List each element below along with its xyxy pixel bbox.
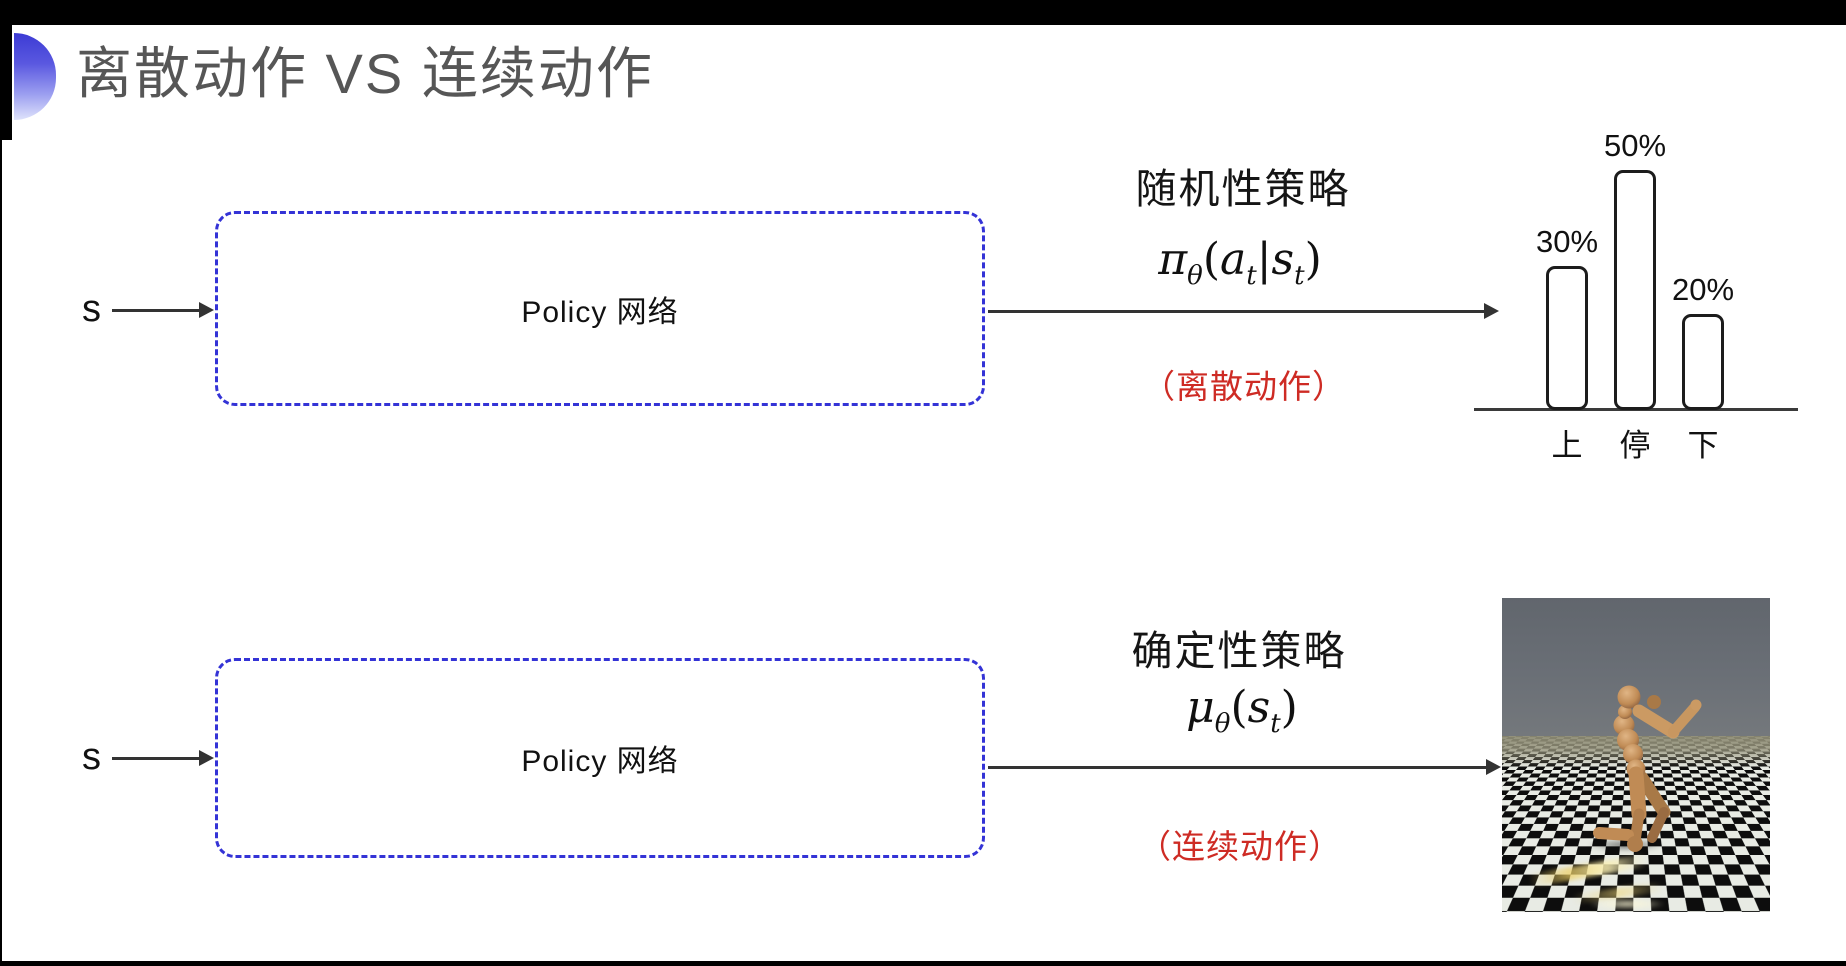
- input-arrow-head-bottom: [199, 750, 214, 766]
- bar-value-label: 20%: [1671, 272, 1735, 307]
- formula-symbol: μ: [1186, 682, 1215, 733]
- formula-paren: ): [1280, 682, 1298, 733]
- formula-symbol: π: [1158, 234, 1188, 285]
- policy-type-label-top: 随机性策略: [1135, 166, 1351, 212]
- probability-bar-chart: 30% 上 50% 停 20% 下: [1472, 100, 1812, 470]
- formula-paren: ): [1304, 234, 1322, 285]
- bar-category-label: 上: [1551, 428, 1583, 463]
- chart-bar: [1614, 170, 1656, 410]
- input-arrow-bottom: [112, 757, 200, 760]
- output-arrow-head-top: [1484, 303, 1499, 319]
- slide-accent-icon: [14, 33, 56, 120]
- formula-subscript: t: [1294, 260, 1305, 291]
- bar-value-label: 30%: [1535, 224, 1599, 259]
- policy-network-box-top: Policy 网络: [215, 211, 985, 406]
- formula-arg: a: [1220, 234, 1247, 285]
- humanoid-simulation-image: [1502, 598, 1770, 912]
- output-arrow-head-bottom: [1486, 759, 1501, 775]
- output-arrow-bottom: [988, 766, 1486, 769]
- state-input-label-bottom: s: [82, 736, 101, 778]
- formula-arg: s: [1271, 234, 1295, 285]
- letterbox-top: [0, 0, 1846, 25]
- input-arrow-top: [112, 309, 200, 312]
- input-arrow-head-top: [199, 302, 214, 318]
- policy-network-label-bottom: Policy 网络: [521, 745, 679, 778]
- formula-paren: (: [1202, 234, 1220, 285]
- formula-paren: (: [1230, 682, 1248, 733]
- formula-arg: s: [1247, 682, 1271, 733]
- formula-bar: |: [1256, 234, 1272, 285]
- page-title: 离散动作 VS 连续动作: [76, 42, 654, 105]
- formula-subscript: θ: [1187, 260, 1203, 291]
- floor-glint: [1588, 898, 1666, 910]
- formula-subscript: t: [1270, 708, 1281, 739]
- chart-bar: [1682, 314, 1724, 410]
- letterbox-bottom: [0, 961, 1846, 966]
- chart-bar: [1546, 266, 1588, 410]
- letterbox-left: [0, 0, 12, 140]
- policy-formula-top: πθ(at|st): [1030, 234, 1450, 291]
- bar-category-label: 停: [1619, 428, 1651, 463]
- output-arrow-top: [988, 310, 1484, 313]
- action-type-annotation: （连续动作）: [1138, 828, 1342, 865]
- letterbox-left-line: [0, 0, 2, 966]
- formula-subscript: t: [1246, 260, 1257, 291]
- formula-subscript: θ: [1214, 708, 1231, 739]
- state-input-label-top: s: [82, 288, 101, 330]
- policy-formula-bottom: μθ(st): [1032, 682, 1452, 739]
- policy-network-box-bottom: Policy 网络: [215, 658, 985, 858]
- policy-network-label-top: Policy 网络: [521, 295, 679, 329]
- humanoid-figure-icon: [1593, 685, 1702, 852]
- bar-value-label: 50%: [1603, 128, 1667, 163]
- action-type-annotation: （离散动作）: [1142, 368, 1346, 405]
- policy-type-label-bottom: 确定性策略: [1131, 628, 1347, 674]
- bar-category-label: 下: [1687, 428, 1719, 463]
